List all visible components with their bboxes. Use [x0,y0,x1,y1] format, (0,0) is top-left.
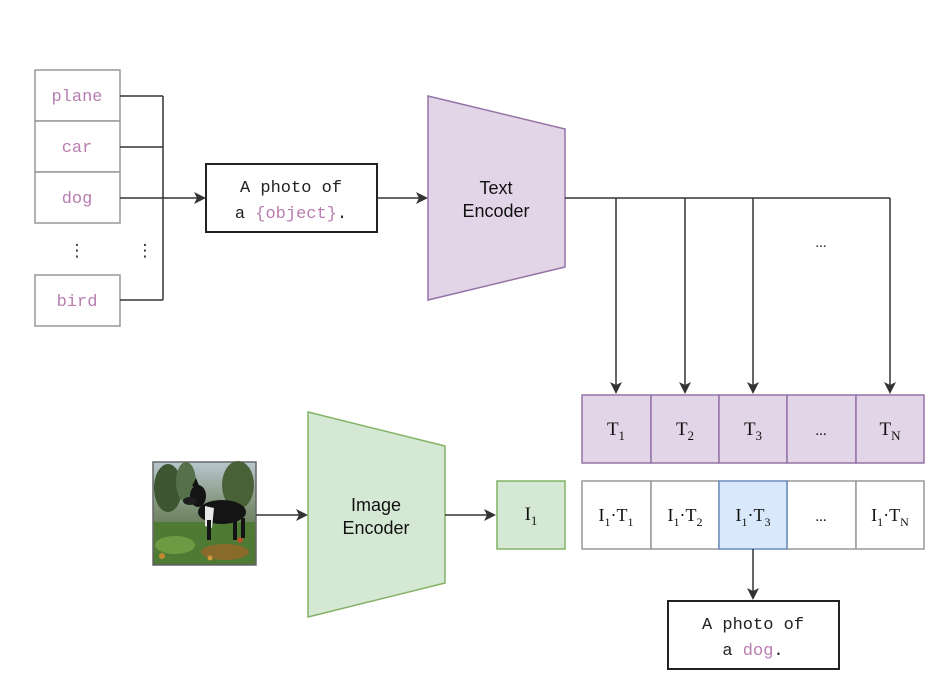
text-encoder: Text Encoder [427,95,566,301]
class-box-plane [34,69,121,122]
similarity-row: I1·T1 I1·T2 I1·T3 ... I1·TN [581,480,925,550]
similarity-i1-t1: I1·T1 [599,505,634,529]
class-label-dog: dog [62,190,93,209]
text-embedding-cell [650,394,720,464]
text-embedding-t3: T3 [744,419,762,443]
text-encoder-label-line1: Text [479,178,512,198]
class-box-dog [34,171,121,224]
similarity-i1-t2: I1·T2 [668,505,703,529]
class-label-plane: plane [51,88,102,107]
prediction-result: A photo of a dog. [667,600,840,670]
text-embedding-t2: T2 [676,419,694,443]
text-embedding-tn: TN [880,419,902,443]
outputs-ellipsis: ... [815,235,826,251]
image-embedding-i1: I1 [525,504,538,528]
template-line2: a {object}. [235,205,347,224]
text-embedding-t1: T1 [607,419,625,443]
similarity-cell [581,480,652,550]
result-line1: A photo of [702,616,804,635]
class-label-bird: bird [57,293,98,312]
image-encoder: Image Encoder [307,411,446,618]
text-encoder-outputs [565,197,896,394]
image-embedding: I1 [496,480,566,550]
text-embedding-cell [581,394,652,464]
class-label-car: car [62,139,93,158]
result-object: dog [743,642,774,661]
similarity-cell [855,480,925,550]
text-embeddings-row: T1 T2 T3 ... TN [581,394,925,464]
template-line1: A photo of [240,179,342,198]
text-embedding-cell [718,394,788,464]
similarity-cell [786,480,857,550]
class-list-ellipsis: ⋮ [69,241,86,260]
image-encoder-label-line1: Image [351,495,401,515]
text-encoder-label-line2: Encoder [462,201,529,221]
class-connectors [120,95,164,301]
class-list: plane car dog ⋮ ⋮ bird [34,69,154,327]
similarity-cell-highlighted [718,480,788,550]
template-placeholder: {object} [255,205,337,224]
connector-ellipsis: ⋮ [137,241,154,260]
prompt-template: A photo of a {object}. [205,163,378,233]
result-line2: a dog. [722,642,783,661]
text-embedding-cell [855,394,925,464]
dog-photo [152,461,257,566]
text-embedding-ellipsis: ... [815,423,826,439]
image-encoder-label-line2: Encoder [342,518,409,538]
similarity-ellipsis: ... [815,509,826,525]
similarity-i1-t3: I1·T3 [736,505,771,529]
similarity-i1-tn: I1·TN [871,505,909,529]
